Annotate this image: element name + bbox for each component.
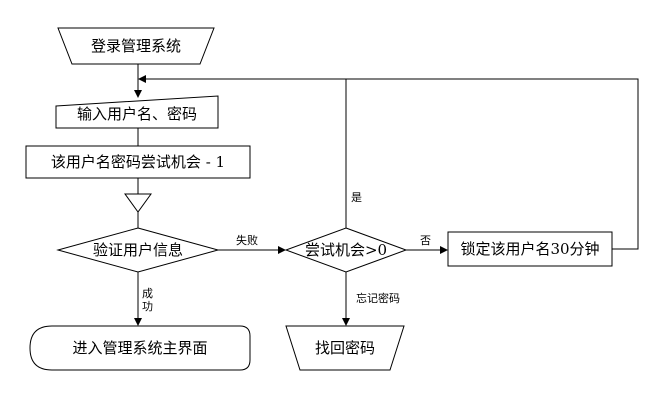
node-input-credentials-label: 输入用户名、密码 <box>77 105 197 123</box>
merge-triangle <box>124 193 152 213</box>
node-login-system-label: 登录管理系统 <box>91 37 181 55</box>
node-recover-password: 找回密码 <box>285 325 405 371</box>
node-verify-user-label: 验证用户信息 <box>93 241 183 259</box>
node-decrement-attempts-label: 该用户名密码尝试机会 - 1 <box>51 153 225 171</box>
node-enter-main-label: 进入管理系统主界面 <box>72 339 207 357</box>
edge-label-forgot-password: 忘记密码 <box>356 291 400 305</box>
node-enter-main: 进入管理系统主界面 <box>29 325 251 371</box>
node-attempts-left: 尝试机会>0 <box>284 227 408 273</box>
edge-lock-loop-back <box>138 75 639 250</box>
edge-label-success-2: 功 <box>142 300 153 313</box>
edge-attempts-left-to-lock <box>406 246 448 254</box>
edge-label-fail: 失败 <box>236 233 258 247</box>
edge-label-success-1: 成 <box>142 287 153 300</box>
node-attempts-left-label: 尝试机会>0 <box>305 241 387 259</box>
edge-login-to-input <box>134 64 142 98</box>
node-decrement-attempts: 该用户名密码尝试机会 - 1 <box>25 145 251 179</box>
node-lock-user: 锁定该用户名30分钟 <box>447 231 613 267</box>
edge-attempts-left-to-recover <box>342 272 350 326</box>
node-recover-password-label: 找回密码 <box>315 339 375 357</box>
node-verify-user: 验证用户信息 <box>56 227 220 273</box>
node-lock-user-label: 锁定该用户名30分钟 <box>460 240 599 258</box>
edge-verify-to-enter-main <box>134 272 142 326</box>
edge-label-yes: 是 <box>351 191 362 204</box>
edge-verify-to-attempts-left <box>218 246 286 254</box>
node-input-credentials: 输入用户名、密码 <box>55 95 219 129</box>
node-login-system: 登录管理系统 <box>57 27 215 65</box>
edge-label-no: 否 <box>420 234 431 247</box>
